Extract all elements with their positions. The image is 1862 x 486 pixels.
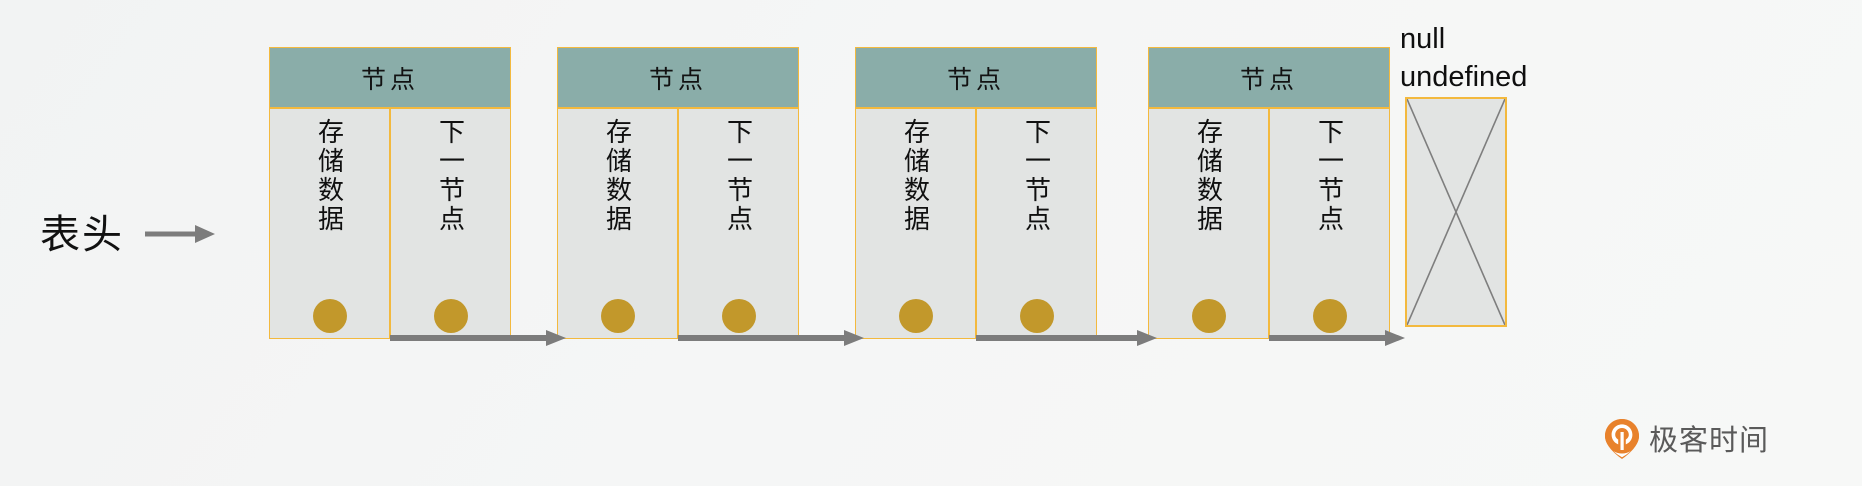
head-label: 表头 (40, 213, 124, 257)
dot-icon (312, 299, 347, 333)
crossed-empty-box-icon (1405, 97, 1507, 327)
dot-icon (433, 299, 468, 333)
node-header: 节点 (1148, 47, 1390, 108)
node-data-label: 存储数据 (602, 118, 633, 234)
list-node-3[interactable]: 节点 存储数据 下一节点 (855, 47, 1097, 339)
node-next-cell[interactable]: 下一节点 (1269, 108, 1390, 339)
node-data-cell[interactable]: 存储数据 (1148, 108, 1269, 339)
dot-icon (1312, 299, 1347, 333)
node-data-label: 存储数据 (900, 118, 931, 234)
dot-icon (721, 299, 756, 333)
node-next-cell[interactable]: 下一节点 (390, 108, 511, 339)
node-next-label: 下一节点 (1021, 118, 1052, 234)
node-data-cell[interactable]: 存储数据 (855, 108, 976, 339)
node-header: 节点 (269, 47, 511, 108)
connector-arrow-3-to-4-icon (976, 327, 1157, 349)
node-data-cell[interactable]: 存储数据 (557, 108, 678, 339)
connector-arrow-4-to-null-icon (1269, 327, 1405, 349)
node-header: 节点 (855, 47, 1097, 108)
list-node-4[interactable]: 节点 存储数据 下一节点 (1148, 47, 1390, 339)
node-next-label: 下一节点 (723, 118, 754, 234)
node-body: 存储数据 下一节点 (855, 108, 1097, 339)
node-next-label: 下一节点 (1314, 118, 1345, 234)
node-next-cell[interactable]: 下一节点 (678, 108, 799, 339)
terminator-label: null undefined (1400, 20, 1590, 96)
terminator-label-line2: undefined (1400, 61, 1528, 93)
node-next-label: 下一节点 (435, 118, 466, 234)
list-node-2[interactable]: 节点 存储数据 下一节点 (557, 47, 799, 339)
geektime-pin-logo-icon (1604, 418, 1640, 465)
node-body: 存储数据 下一节点 (557, 108, 799, 339)
node-body: 存储数据 下一节点 (1148, 108, 1390, 339)
node-next-cell[interactable]: 下一节点 (976, 108, 1097, 339)
watermark-text: 极客时间 (1649, 425, 1770, 457)
dot-icon (1191, 299, 1226, 333)
node-body: 存储数据 下一节点 (269, 108, 511, 339)
terminator-label-line1: null (1400, 23, 1446, 55)
watermark: 极客时间 (1604, 418, 1769, 465)
node-data-label: 存储数据 (314, 118, 345, 234)
dot-icon (600, 299, 635, 333)
node-header: 节点 (557, 47, 799, 108)
dot-icon (898, 299, 933, 333)
head-arrow-icon (145, 222, 215, 246)
node-data-cell[interactable]: 存储数据 (269, 108, 390, 339)
connector-arrow-2-to-3-icon (678, 327, 864, 349)
dot-icon (1019, 299, 1054, 333)
list-node-1[interactable]: 节点 存储数据 下一节点 (269, 47, 511, 339)
connector-arrow-1-to-2-icon (390, 327, 566, 349)
node-data-label: 存储数据 (1193, 118, 1224, 234)
